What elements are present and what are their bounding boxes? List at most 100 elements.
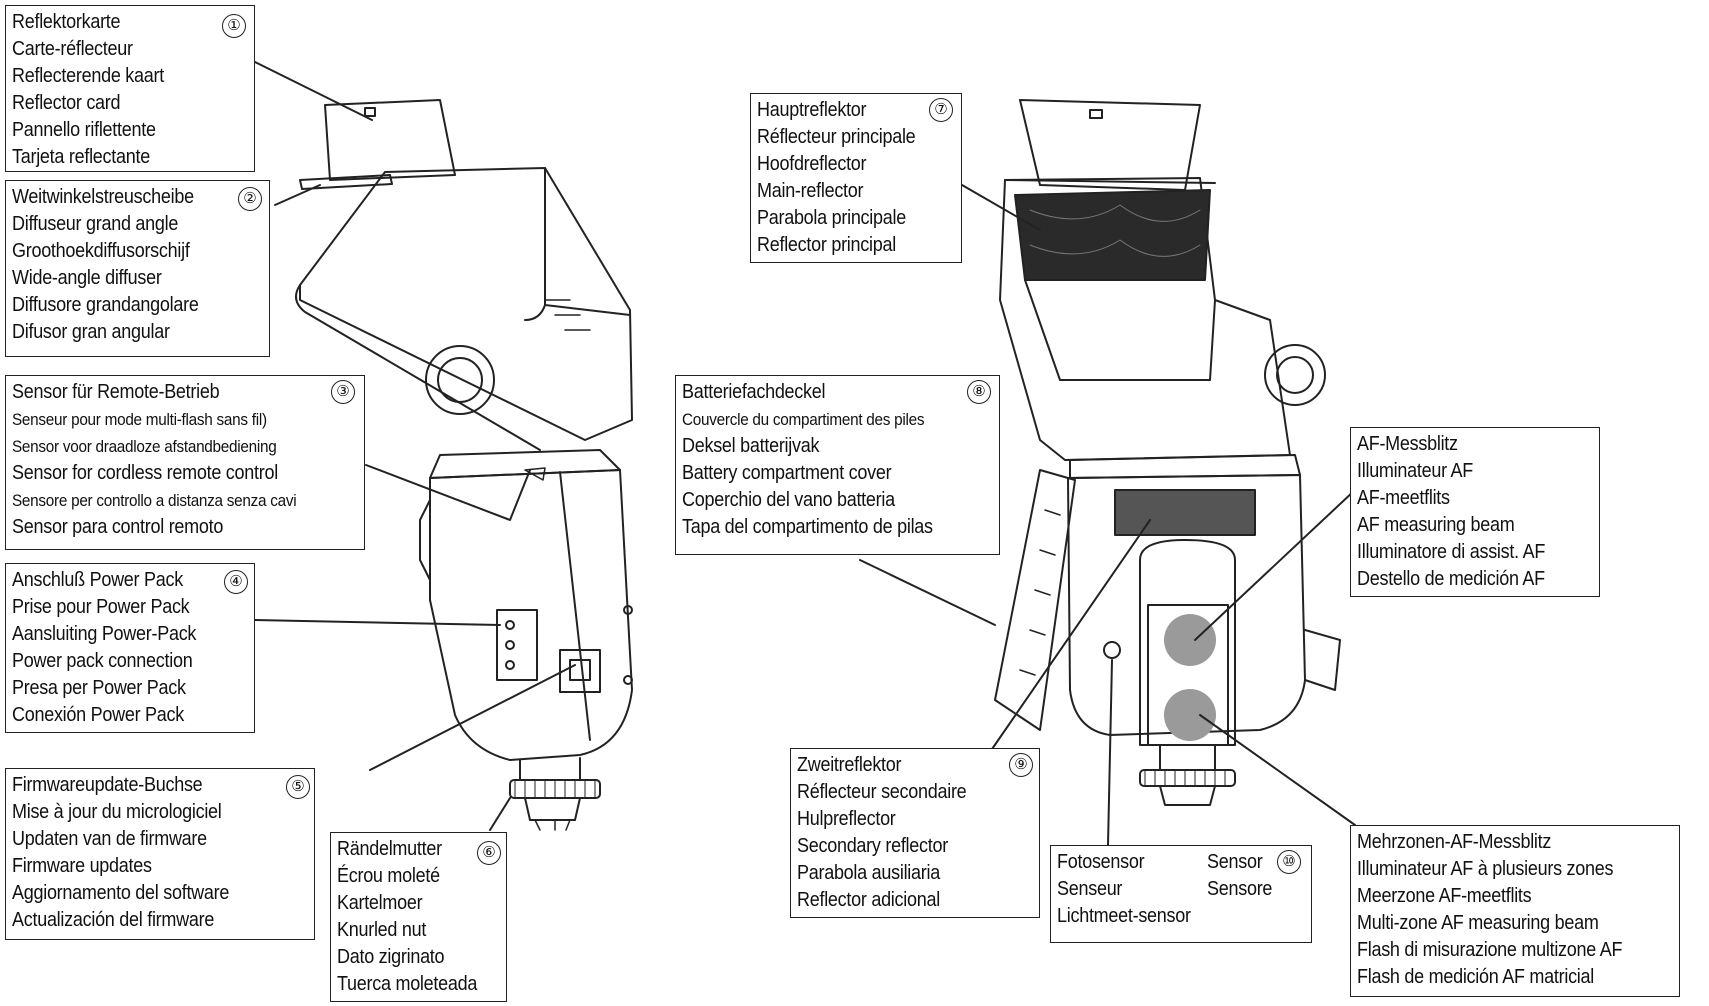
callout-line: Updaten van de firmware (12, 828, 207, 850)
callout-number: ⑨ (1009, 753, 1033, 777)
callout-line: Groothoekdiffusorschijf (12, 240, 190, 262)
callout-number: ⑧ (967, 380, 991, 404)
callout-line: Parabola principale (757, 207, 906, 229)
callout-line: Illuminateur AF à plusieurs zones (1357, 858, 1614, 880)
left-wide-angle-diffuser (299, 174, 393, 190)
callout-firmware-port: Firmwareupdate-Buchse Mise à jour du mic… (5, 768, 315, 940)
leader-lines (254, 61, 1356, 846)
left-flash-side-view (295, 99, 633, 831)
callout-line: Hoofdreflector (757, 153, 867, 175)
callout-line: Hauptreflektor (757, 99, 867, 121)
callout-line: Deksel batterijvak (682, 435, 820, 457)
callout-number: ⑩ (1277, 850, 1301, 874)
callout-number: ⑤ (286, 775, 310, 799)
callout-line: Réflecteur secondaire (797, 781, 967, 803)
leader-9 (989, 519, 1151, 753)
callout-multizone-af-beam: Mehrzonen-AF-Messblitz Illuminateur AF à… (1350, 825, 1680, 997)
callout-line: Main-reflector (757, 180, 864, 202)
left-power-pack-socket (496, 609, 538, 681)
callout-number: ① (222, 14, 246, 38)
callout-line: Tapa del compartimento de pilas (682, 516, 933, 538)
left-flash-head (299, 167, 633, 441)
right-reflector-card (1019, 99, 1201, 191)
callout-line: Conexión Power Pack (12, 704, 184, 726)
callout-line: Mise à jour du micrologiciel (12, 801, 222, 823)
callout-line: Prise pour Power Pack (12, 596, 190, 618)
callout-line: Carte-réflecteur (12, 38, 133, 60)
callout-line: Illuminateur AF (1357, 460, 1474, 482)
callout-line: Lichtmeet-sensor (1057, 905, 1191, 927)
callout-line: Firmwareupdate-Buchse (12, 774, 203, 796)
callout-line: Secondary reflector (797, 835, 948, 857)
callout-line: Tuerca moleteada (337, 973, 478, 995)
callout-line: Sensor for cordless remote control (12, 462, 278, 484)
callout-line: Difusor gran angular (12, 321, 170, 343)
callout-line: Flash de medición AF matricial (1357, 966, 1594, 988)
callout-line: Anschluß Power Pack (12, 569, 183, 591)
right-knurled-nut (1139, 769, 1236, 787)
callout-line: Diffuseur grand angle (12, 213, 179, 235)
right-main-reflector (1014, 189, 1211, 281)
callout-line: Illuminatore di assist. AF (1357, 541, 1546, 563)
right-battery-door (994, 469, 1076, 731)
leader-af (1194, 489, 1356, 641)
callout-line: Pannello riflettente (12, 119, 156, 141)
callout-line: Sensore per controllo a distanza senza c… (12, 491, 297, 510)
callout-wide-angle-diffuser: Weitwinkelstreuscheibe Diffuseur grand a… (5, 180, 270, 357)
callout-line: Mehrzonen-AF-Messblitz (1357, 831, 1552, 853)
callout-line: Senseur pour mode multi-flash sans fil) (12, 410, 267, 429)
callout-line: Aansluiting Power-Pack (12, 623, 197, 645)
callout-line: Écrou moleté (337, 865, 440, 887)
callout-number: ⑥ (477, 841, 501, 865)
left-flash-body (429, 469, 633, 761)
callout-number: ② (238, 187, 262, 211)
callout-line: Zweitreflektor (797, 754, 902, 776)
callout-knurled-nut: Rändelmutter Écrou moleté Kartelmoer Knu… (330, 832, 507, 1002)
callout-line: Senseur (1057, 878, 1123, 900)
callout-line: Sensor voor draadloze afstandbediening (12, 437, 277, 456)
callout-line: AF-meetflits (1357, 487, 1450, 509)
callout-line: Reflektorkarte (12, 11, 121, 33)
callout-line: Sensor für Remote-Betrieb (12, 381, 220, 403)
left-reflector-card (324, 99, 456, 181)
callout-photo-sensor: Fotosensor Sensor Senseur Sensore Lichtm… (1050, 845, 1312, 943)
callout-power-pack: Anschluß Power Pack Prise pour Power Pac… (5, 563, 255, 733)
callout-line: Sensor para control remoto (12, 516, 224, 538)
leader-7 (961, 184, 1041, 231)
leader-4 (254, 619, 501, 626)
callout-battery-cover: Batteriefachdeckel Couvercle du comparti… (675, 375, 1000, 555)
right-af-disc-lower (1164, 689, 1216, 741)
callout-line: AF measuring beam (1357, 514, 1515, 536)
callout-line: Firmware updates (12, 855, 152, 877)
leader-2 (274, 184, 321, 206)
left-firmware-port (559, 649, 601, 693)
callout-line: Multi-zone AF measuring beam (1357, 912, 1599, 934)
callout-line: Battery compartment cover (682, 462, 892, 484)
callout-secondary-reflector: Zweitreflektor Réflecteur secondaire Hul… (790, 748, 1040, 918)
callout-line: Kartelmoer (337, 892, 423, 914)
callout-af-measuring-beam: AF-Messblitz Illuminateur AF AF-meetflit… (1350, 427, 1600, 597)
callout-line: Sensor (1207, 851, 1263, 873)
callout-line: Wide-angle diffuser (12, 267, 162, 289)
leader-6 (489, 797, 511, 831)
callout-line: Reflecterende kaart (12, 65, 164, 87)
callout-line: Power pack connection (12, 650, 193, 672)
callout-line: Couvercle du compartiment des piles (682, 410, 925, 429)
leader-3 (365, 464, 531, 521)
callout-line: Diffusore grandangolare (12, 294, 199, 316)
callout-number: ⑦ (929, 98, 953, 122)
leader-5 (369, 664, 576, 771)
callout-line: Batteriefachdeckel (682, 381, 826, 403)
callout-line: Reflector card (12, 92, 121, 114)
callout-line: Knurled nut (337, 919, 427, 941)
callout-line: Réflecteur principale (757, 126, 916, 148)
callout-line: Actualización del firmware (12, 909, 215, 931)
callout-line: Coperchio del vano batteria (682, 489, 895, 511)
callout-line: Reflector principal (757, 234, 896, 256)
right-flash-body (1067, 474, 1306, 736)
leader-1 (254, 61, 373, 121)
callout-line: Presa per Power Pack (12, 677, 186, 699)
callout-main-reflector: Hauptreflektor Réflecteur principale Hoo… (750, 93, 962, 263)
callout-line: Aggiornamento del software (12, 882, 230, 904)
